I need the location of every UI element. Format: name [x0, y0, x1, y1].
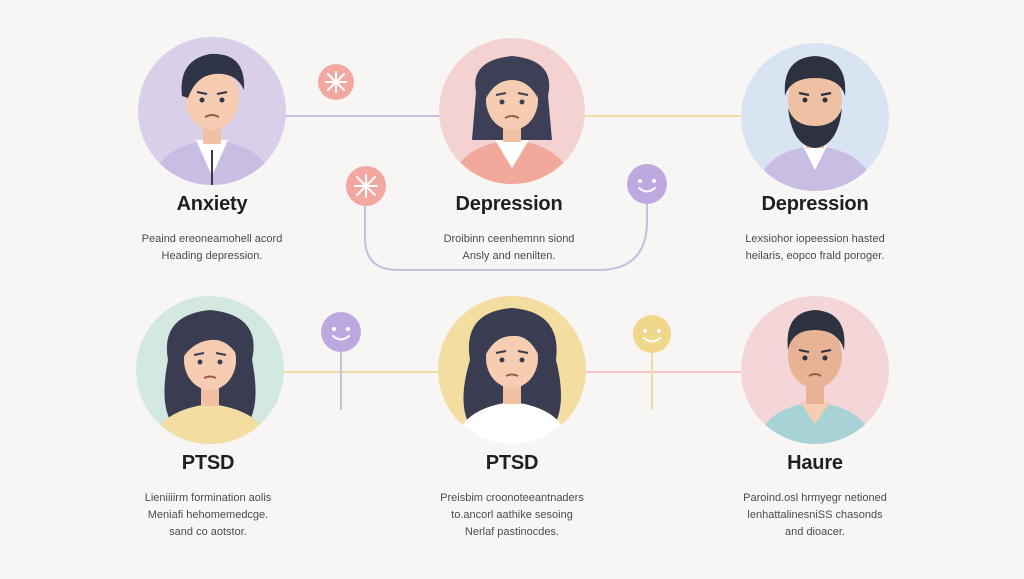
smile-face-icon: [627, 164, 667, 204]
card-depression: Depression Droibinn ceenhemnn siond Ansl…: [409, 193, 609, 265]
card-line: heilaris, eopco frald poroger.: [715, 248, 915, 265]
card-line: Lieniiiirm formination aolis: [108, 490, 308, 507]
card-line: Peaind ereoneamohell acord: [112, 231, 312, 248]
card-line: Nerlaf pastinocdes.: [412, 524, 612, 541]
card-line: and dioacer.: [715, 524, 915, 541]
card-ptsd-2: PTSD Preisbim croonoteeantnaders to.anco…: [412, 452, 612, 541]
card-line: Meniafi hehomemedcge.: [108, 507, 308, 524]
card-line: Lexsiohor iopeession hasted: [715, 231, 915, 248]
ptsd-girl-icon: [438, 296, 586, 450]
smile-face-icon: [633, 315, 671, 353]
card-title: PTSD: [108, 452, 308, 476]
card-line: Droibinn ceenhemnn siond: [409, 231, 609, 248]
stress-burst-icon: [346, 166, 386, 206]
card-line: Paroind.osl hrmyegr netioned: [715, 490, 915, 507]
card-title: Anxiety: [112, 193, 312, 217]
card-description: Droibinn ceenhemnn siond Ansly and nenil…: [409, 231, 609, 265]
card-haure: Haure Paroind.osl hrmyegr netioned lenha…: [715, 452, 915, 541]
card-description: Preisbim croonoteeantnaders to.ancorl aa…: [412, 490, 612, 541]
stress-burst-icon: [318, 64, 354, 100]
worried-woman-icon: [439, 38, 585, 190]
card-description: Peaind ereoneamohell acord Heading depre…: [112, 231, 312, 265]
ptsd-woman-icon: [136, 296, 284, 450]
card-title: Haure: [715, 452, 915, 476]
sad-bearded-man-icon: [741, 43, 889, 196]
card-title: PTSD: [412, 452, 612, 476]
anxious-person-icon: [138, 37, 286, 190]
sad-man-icon: [741, 296, 889, 450]
card-description: Paroind.osl hrmyegr netioned lenhattalin…: [715, 490, 915, 541]
card-line: sand co aotstor.: [108, 524, 308, 541]
card-title: Depression: [715, 193, 915, 217]
card-depression-2: Depression Lexsiohor iopeession hasted h…: [715, 193, 915, 265]
card-line: Ansly and nenilten.: [409, 248, 609, 265]
card-anxiety: Anxiety Peaind ereoneamohell acord Headi…: [112, 193, 312, 265]
card-title: Depression: [409, 193, 609, 217]
card-description: Lexsiohor iopeession hasted heilaris, eo…: [715, 231, 915, 265]
card-line: to.ancorl aathike sesoing: [412, 507, 612, 524]
card-ptsd: PTSD Lieniiiirm formination aolis Meniaf…: [108, 452, 308, 541]
card-line: Heading depression.: [112, 248, 312, 265]
card-line: Preisbim croonoteeantnaders: [412, 490, 612, 507]
card-line: lenhattalinesniSS chasonds: [715, 507, 915, 524]
smile-face-icon: [321, 312, 361, 352]
card-description: Lieniiiirm formination aolis Meniafi heh…: [108, 490, 308, 541]
